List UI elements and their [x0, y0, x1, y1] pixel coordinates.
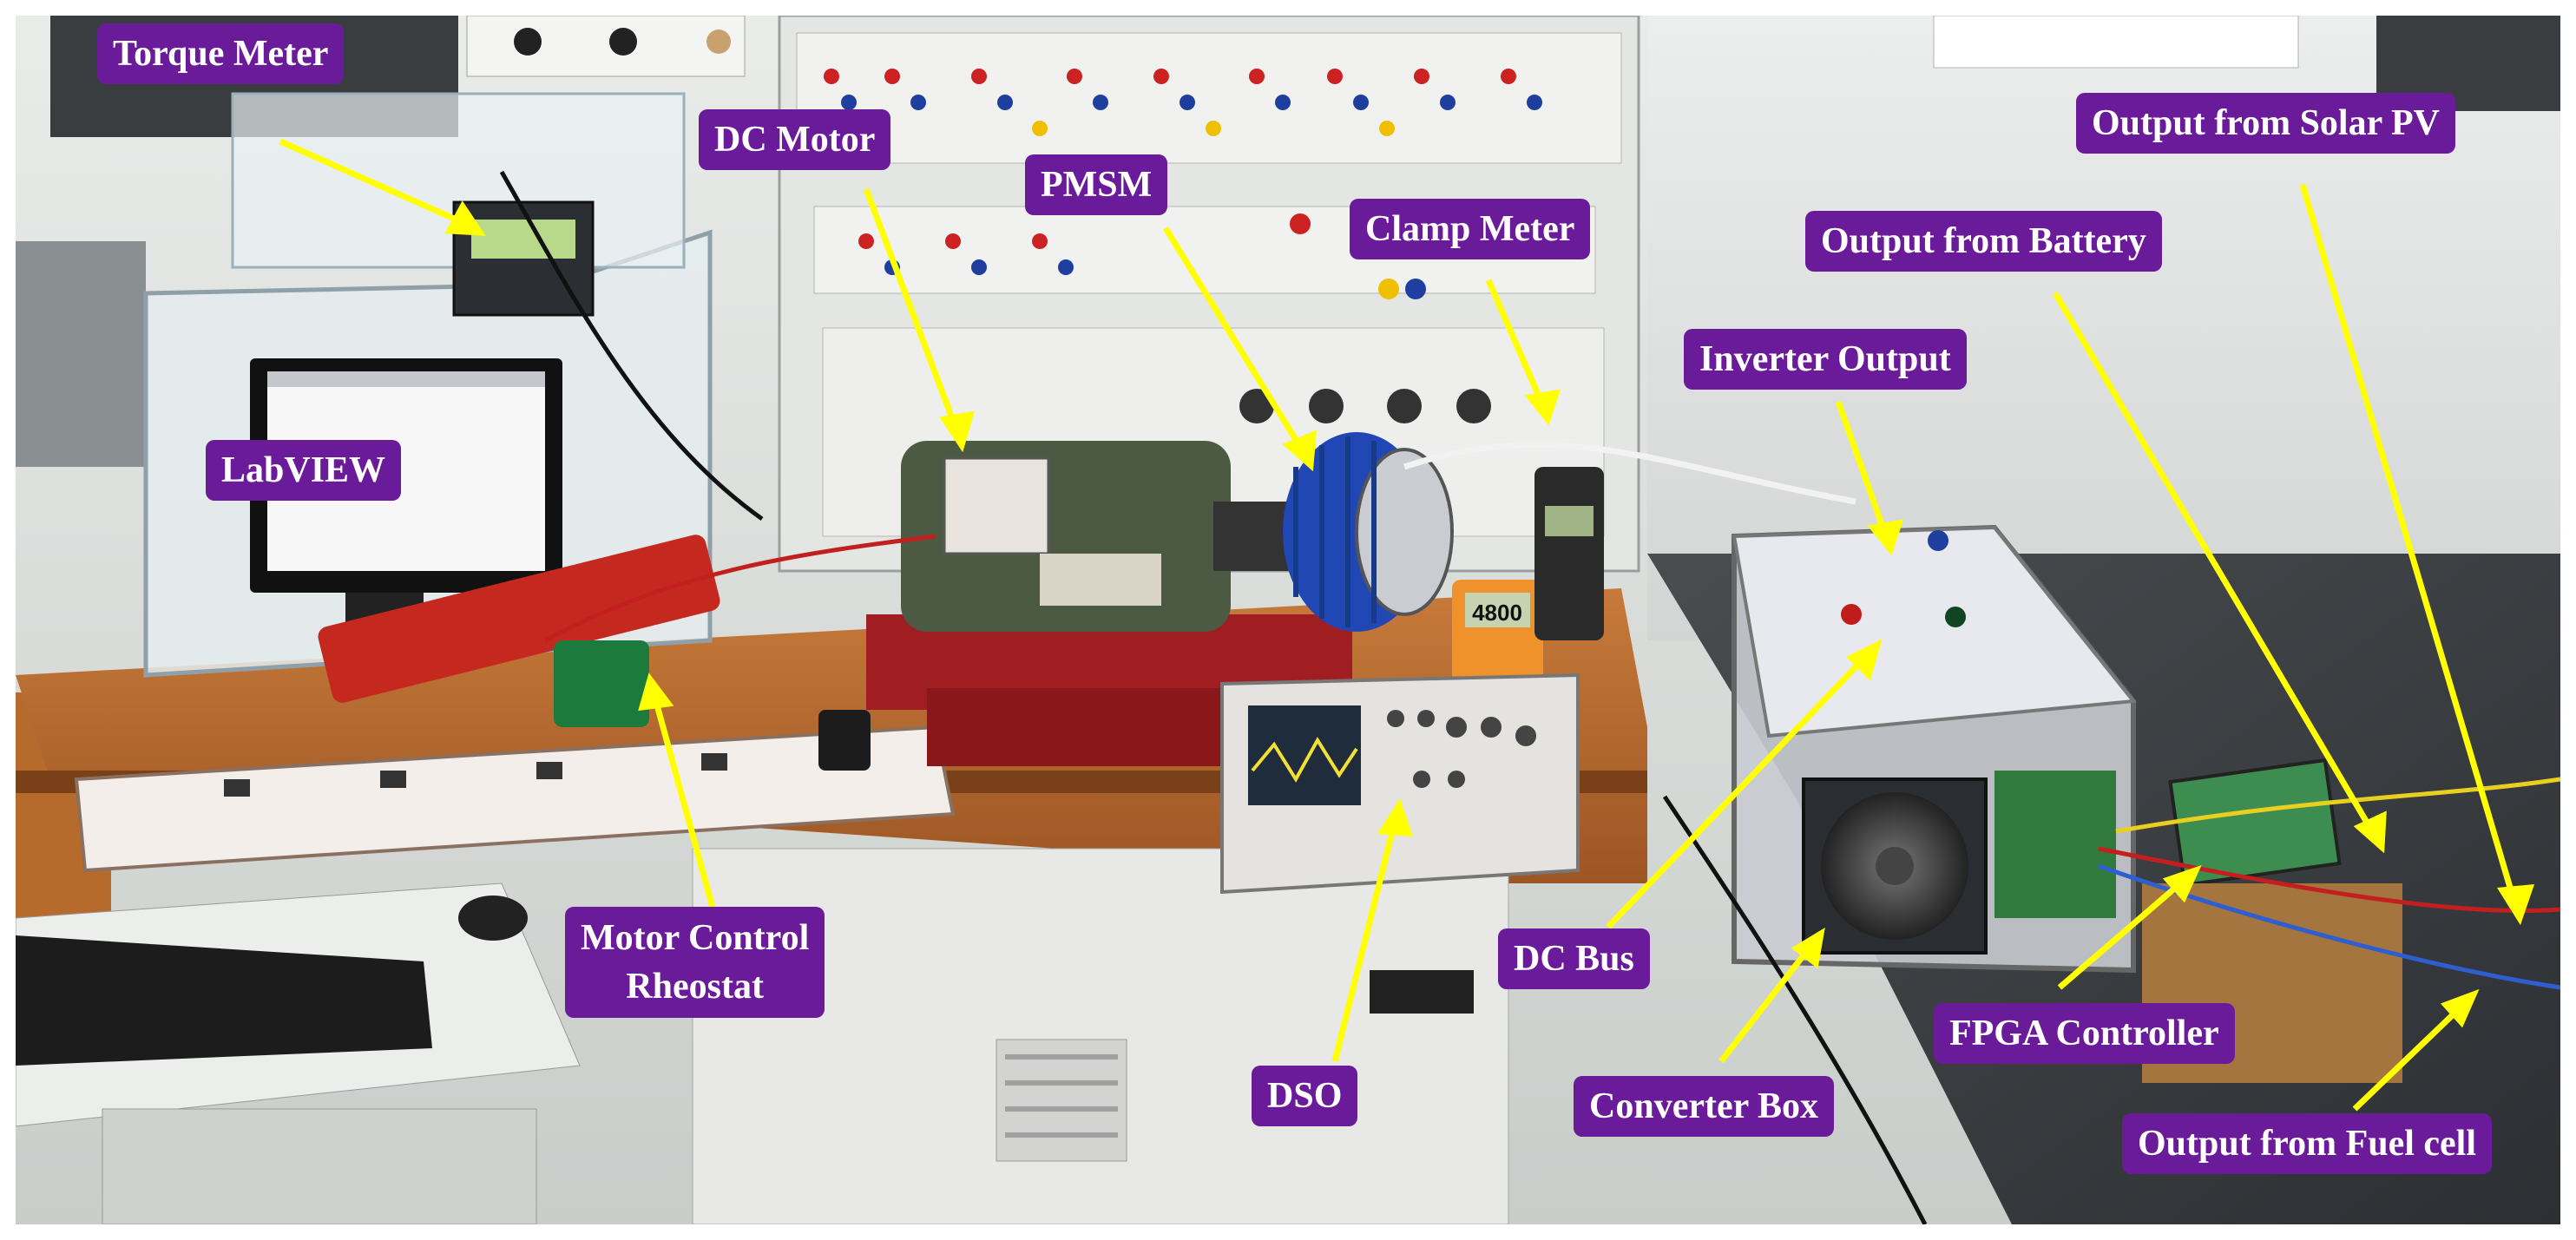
label-fpga-controller: FPGA Controller — [1934, 1003, 2235, 1064]
label-clamp-meter: Clamp Meter — [1350, 199, 1591, 259]
label-output-fuel-cell: Output from Fuel cell — [2122, 1113, 2493, 1174]
label-pmsm: PMSM — [1025, 154, 1168, 215]
multimeter-reading: 4800 — [1472, 600, 1522, 626]
label-output-solar-pv: Output from Solar PV — [2076, 93, 2455, 154]
label-output-battery: Output from Battery — [1805, 211, 2162, 272]
label-dc-motor: DC Motor — [699, 109, 891, 170]
label-converter-box: Converter Box — [1574, 1076, 1834, 1137]
label-dc-bus: DC Bus — [1498, 928, 1650, 989]
label-inverter-output: Inverter Output — [1684, 329, 1967, 390]
label-dso: DSO — [1252, 1066, 1358, 1126]
label-torque-meter: Torque Meter — [97, 23, 345, 84]
label-labview: LabVIEW — [206, 440, 402, 501]
